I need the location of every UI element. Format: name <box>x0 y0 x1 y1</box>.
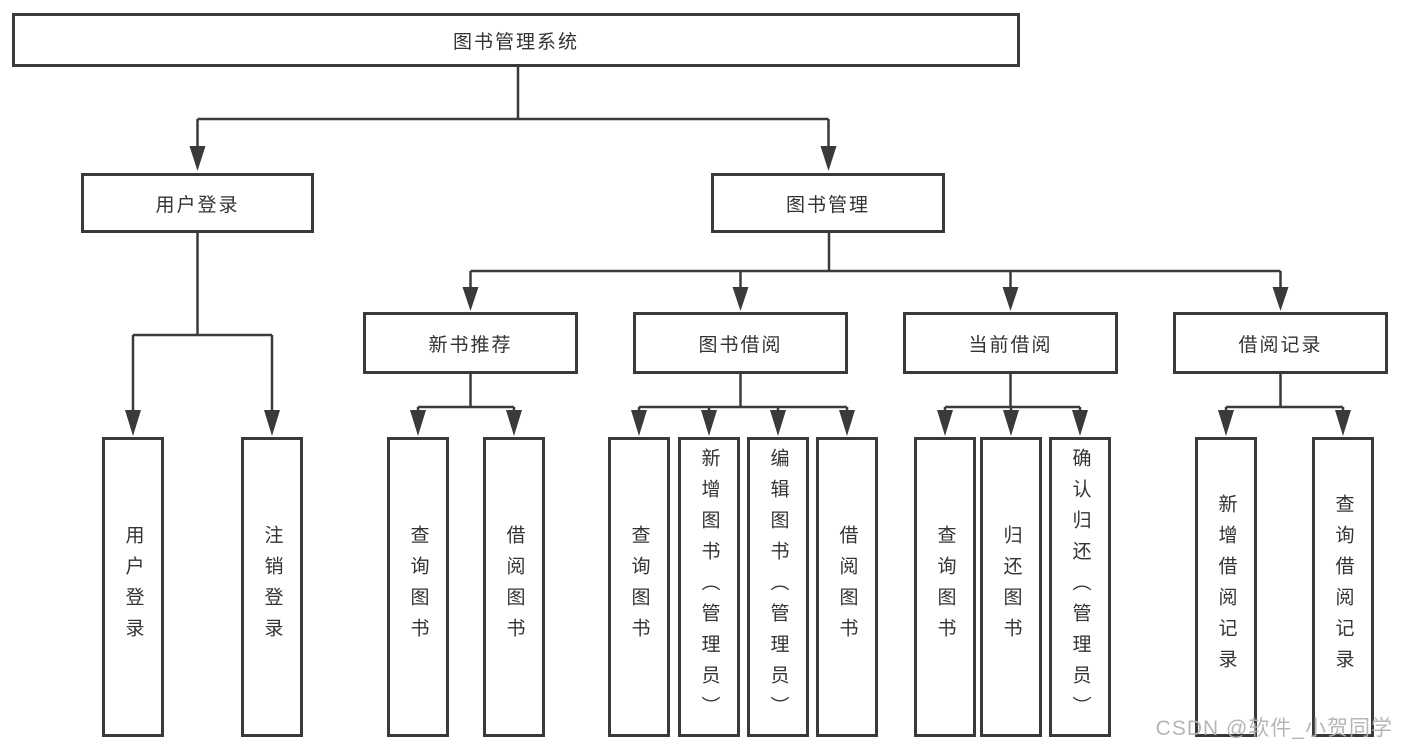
arrowhead-icon <box>839 410 855 436</box>
arrowhead-icon <box>1002 287 1019 311</box>
arrowhead-icon <box>937 410 953 436</box>
leaf-user-login: 用户登录 <box>102 437 164 737</box>
leaf-edit-book-admin: 编辑图书（管理员） <box>747 437 809 737</box>
leaf-add-borrow-record: 新增借阅记录 <box>1195 437 1257 737</box>
leaf-query-books-borrowing: 查询图书 <box>608 437 670 737</box>
arrowhead-icon <box>1072 410 1088 436</box>
arrowhead-icon <box>770 410 786 436</box>
node-user-login: 用户登录 <box>81 173 314 233</box>
arrowhead-icon <box>506 410 522 436</box>
leaf-query-books-current: 查询图书 <box>914 437 976 737</box>
arrowhead-icon <box>1003 410 1019 436</box>
arrowhead-icon <box>732 287 749 311</box>
connector-book-borrowing-to-leaves <box>637 374 849 416</box>
leaf-confirm-return-admin: 确认归还（管理员） <box>1049 437 1111 737</box>
arrowhead-icon <box>410 410 426 436</box>
node-current-borrowing: 当前借阅 <box>903 312 1118 374</box>
leaf-add-book-admin: 新增图书（管理员） <box>678 437 740 737</box>
node-library-management-system: 图书管理系统 <box>12 13 1020 67</box>
leaf-return-books: 归还图书 <box>980 437 1042 737</box>
node-new-book-recommendation: 新书推荐 <box>363 312 578 374</box>
connector-book-management-to-level3 <box>469 233 1282 291</box>
leaf-borrow-books-borrowing: 借阅图书 <box>816 437 878 737</box>
arrowhead-icon <box>701 410 717 436</box>
connector-new-book-to-leaves <box>416 374 516 416</box>
leaf-query-borrow-record: 查询借阅记录 <box>1312 437 1374 737</box>
connector-root-to-level2 <box>196 67 830 150</box>
node-book-borrowing: 图书借阅 <box>633 312 848 374</box>
arrowhead-icon <box>125 410 141 436</box>
arrowhead-icon <box>1218 410 1234 436</box>
arrowhead-icon <box>462 287 479 311</box>
leaf-logout: 注销登录 <box>241 437 303 737</box>
node-borrowing-records: 借阅记录 <box>1173 312 1388 374</box>
arrowhead-icon <box>1335 410 1351 436</box>
node-book-management: 图书管理 <box>711 173 945 233</box>
arrowhead-icon <box>1272 287 1289 311</box>
arrowhead-icon <box>189 146 206 171</box>
connector-borrowing-records-to-leaves <box>1224 374 1345 416</box>
leaf-query-books-recommend: 查询图书 <box>387 437 449 737</box>
arrowhead-icon <box>264 410 280 436</box>
arrowhead-icon <box>631 410 647 436</box>
connector-user-login-to-leaves <box>131 233 274 416</box>
csdn-watermark: CSDN @软件_小贺同学 <box>1155 717 1393 740</box>
connector-current-borrowing-to-leaves <box>943 374 1082 416</box>
leaf-borrow-books-recommend: 借阅图书 <box>483 437 545 737</box>
arrowhead-icon <box>820 146 837 171</box>
